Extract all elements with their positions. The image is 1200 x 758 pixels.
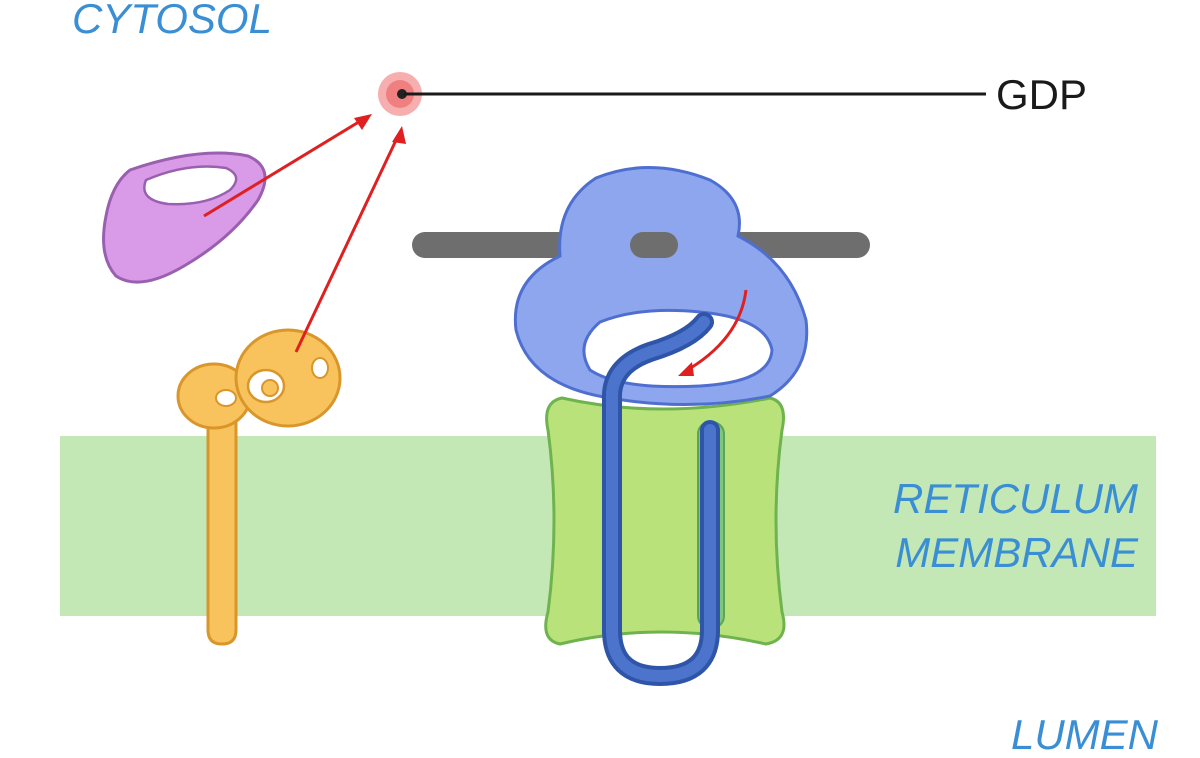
chain-direction-arrow-icon — [683, 289, 748, 374]
srp-receptor-icon — [176, 328, 342, 646]
cytosol-label: CYTOSOL — [72, 0, 272, 42]
gdp-molecule-icon — [378, 72, 986, 116]
reticulum-label: RETICULUM — [892, 475, 1138, 522]
srp-protein-icon — [102, 151, 267, 284]
translocon-channel-icon — [544, 396, 786, 646]
lumen-label: LUMEN — [1010, 711, 1158, 758]
ribosome-icon — [513, 166, 809, 407]
membrane-label: MEMBRANE — [895, 529, 1138, 576]
gdp-release-arrows — [203, 114, 406, 353]
gdp-label: GDP — [996, 71, 1088, 118]
